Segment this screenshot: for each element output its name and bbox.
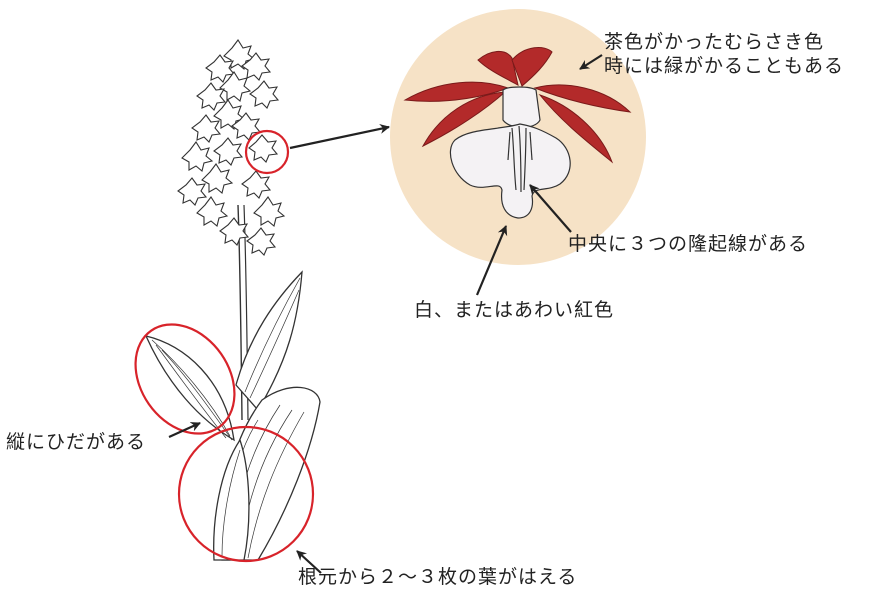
leaf-vein-arrow (168, 421, 201, 439)
zoom-arrow (289, 123, 390, 150)
ridges-arrow (529, 184, 572, 233)
leaf-vein-label: 縦にひだがある (6, 431, 147, 453)
leaf-vein-highlight-circle (134, 323, 236, 435)
sepal-arrow (579, 54, 603, 70)
ridges-label: 中央に３つの隆起線がある (568, 233, 809, 255)
arrows (168, 54, 603, 574)
orchid-flower-closeup-icon (390, 9, 646, 265)
sepal-color-label-line2: 時には緑がかることもある (604, 55, 845, 77)
highlight-circles (134, 129, 315, 563)
base-leaf-highlight-circle (177, 425, 315, 563)
base-leaves-label: 根元から２～３枚の葉がはえる (298, 566, 578, 588)
base-leaf-arrow (296, 550, 322, 574)
lip-arrow (475, 225, 508, 296)
leaf-icon (144, 270, 321, 561)
flower-spike-icon (177, 39, 286, 421)
sepal-color-label-line1: 茶色がかったむらさき色 (604, 31, 825, 53)
flower-highlight-circle (244, 129, 290, 175)
lip-color-label: 白、またはあわい紅色 (414, 299, 615, 321)
